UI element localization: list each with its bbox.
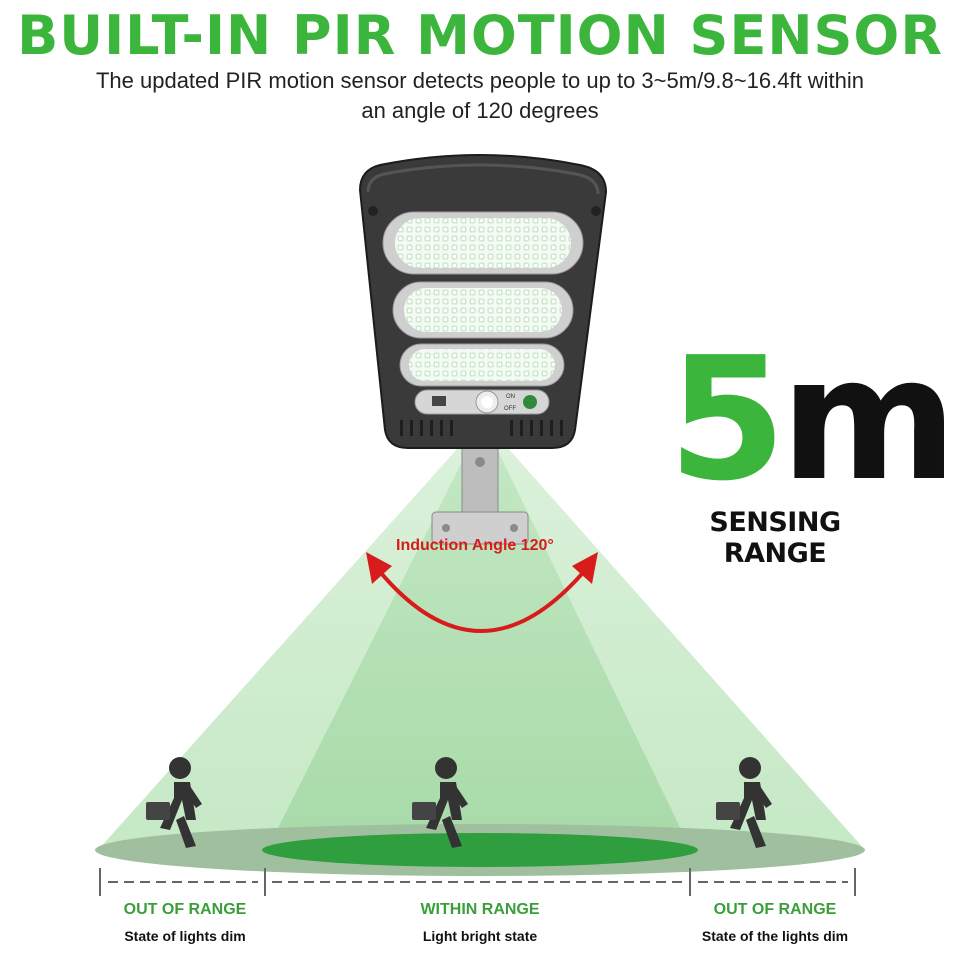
switch-off-label: OFF (504, 406, 516, 412)
zone-right-desc: State of the lights dim (701, 928, 849, 944)
arc-arrow-left-icon (366, 552, 392, 584)
zone-left-desc: State of lights dim (124, 928, 246, 944)
range-caption: SENSING RANGE (709, 507, 841, 569)
arc-arrow-right-icon (572, 552, 598, 584)
person-center-icon (412, 757, 468, 848)
range-number: 5 (668, 321, 786, 519)
subtitle-line-1: The updated PIR motion sensor detects pe… (95, 68, 865, 93)
zone-center-title: WITHIN RANGE (420, 901, 540, 918)
person-left-icon (146, 757, 202, 848)
angle-label: Induction Angle 120° (396, 537, 554, 554)
dimension-line (99, 868, 856, 896)
zone-center: WITHIN RANGE Light bright state (380, 900, 580, 946)
person-right-icon (716, 757, 772, 848)
angle-arc (370, 560, 594, 633)
subtitle: The updated PIR motion sensor detects pe… (60, 66, 900, 126)
zone-left-title: OUT OF RANGE (123, 901, 247, 918)
page-title: BUILT-IN PIR MOTION SENSOR (17, 4, 943, 67)
switch-on-label: ON (506, 394, 515, 400)
zone-center-desc: Light bright state (422, 928, 538, 944)
zone-right-title: OUT OF RANGE (713, 901, 837, 918)
zone-right: OUT OF RANGE State of the lights dim (670, 900, 880, 946)
zone-left: OUT OF RANGE State of lights dim (95, 900, 275, 946)
ground-inner (262, 833, 698, 867)
mount-bracket (431, 439, 529, 545)
range-value: 5m (668, 330, 957, 510)
solar-lamp: ON OFF (358, 154, 608, 449)
range-unit: m (780, 321, 957, 519)
subtitle-line-2: an angle of 120 degrees (361, 98, 599, 123)
inner-beam (268, 420, 690, 848)
